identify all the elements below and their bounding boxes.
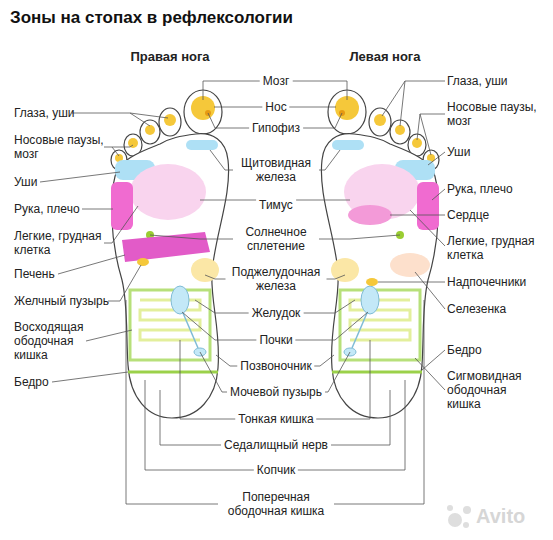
leader-line <box>428 152 445 165</box>
gallbladder-zone <box>137 258 149 266</box>
zone-label: Желчный пузырь <box>14 294 109 308</box>
zone-label: Глаза, уши <box>14 106 75 120</box>
leader-line <box>410 210 445 246</box>
leader-line <box>82 209 113 210</box>
logo-dot <box>463 522 469 528</box>
leader-line <box>415 358 445 390</box>
leader-line <box>378 282 445 283</box>
zone-label: Поджелудочная железа <box>226 265 327 293</box>
logo-dot <box>447 505 453 511</box>
zone-label: Глаза, уши <box>447 74 508 88</box>
adrenal-zone <box>366 278 378 286</box>
zone-label: Нос <box>262 100 289 114</box>
zone-label: Уши <box>447 145 470 159</box>
zone-label: Носовые паузы, мозг <box>14 133 109 161</box>
zone-label: Бедро <box>447 343 482 357</box>
zone-label: Тонкая кишка <box>235 412 316 426</box>
zone-label: Поперечная ободочная кишка <box>218 490 334 518</box>
logo-dot <box>463 506 471 514</box>
leader-line <box>72 113 168 126</box>
leader-line <box>180 340 370 419</box>
zone-label: Рука, плечо <box>14 202 80 216</box>
zone-label: Гипофиз <box>249 121 303 135</box>
zone-label: Солнечное сплетение <box>233 225 319 253</box>
zone-label: Уши <box>14 175 37 189</box>
zone-label: Носовые паузы, мозг <box>447 100 542 128</box>
zone-label: Мочевой пузырь <box>227 385 325 399</box>
zone-label: Бедро <box>14 375 49 389</box>
leader-line <box>104 145 133 156</box>
leader-line <box>145 380 405 470</box>
diagram-title: Зоны на стопах в рефлексологии <box>10 8 293 28</box>
zone-label: Рука, плечо <box>447 182 513 196</box>
left-foot <box>321 90 439 418</box>
leader-line <box>415 272 445 309</box>
leader-line <box>432 189 445 200</box>
zone-label: Мозг <box>260 74 293 88</box>
zone-label: Сердце <box>447 208 489 222</box>
zone-label: Копчик <box>254 463 298 477</box>
spleen-zone <box>390 253 430 277</box>
leader-line <box>108 265 141 301</box>
leader-line <box>58 255 125 274</box>
zone-label: Селезенка <box>447 302 506 316</box>
zone-label: Желудок <box>249 306 304 320</box>
heart-zone <box>348 205 392 225</box>
zone-label: Надпочечники <box>447 275 526 289</box>
zone-label: Легкие, грудная клетка <box>14 229 114 257</box>
foot-heading: Правая нога <box>130 50 209 64</box>
leader-line <box>86 330 132 341</box>
foot-heading: Левая нога <box>349 50 420 64</box>
zone-label: Сигмовидная ободочная кишка <box>447 369 532 411</box>
zone-label: Седалищный нерв <box>221 438 331 452</box>
zone-label: Легкие, грудная клетка <box>447 234 547 262</box>
logo-dot <box>448 513 462 527</box>
watermark-logo <box>447 505 471 528</box>
watermark: Avito <box>476 505 525 527</box>
leader-line <box>382 81 445 126</box>
leader-line <box>126 300 424 504</box>
zone-label: Печень <box>14 267 55 281</box>
leader-line <box>52 372 128 382</box>
right-foot <box>111 90 229 418</box>
zone-label: Щитовидная железа <box>233 156 319 184</box>
zone-label: Почки <box>256 333 295 347</box>
leader-line <box>104 206 138 243</box>
leader-line <box>40 172 120 182</box>
leader-line <box>390 215 445 216</box>
leader-line <box>422 350 445 370</box>
zone-label: Восходящая ободочная кишка <box>14 320 94 362</box>
zone-label: Позвоночник <box>237 359 314 373</box>
leader-line <box>417 114 445 155</box>
zone-label: Тимус <box>256 198 296 212</box>
